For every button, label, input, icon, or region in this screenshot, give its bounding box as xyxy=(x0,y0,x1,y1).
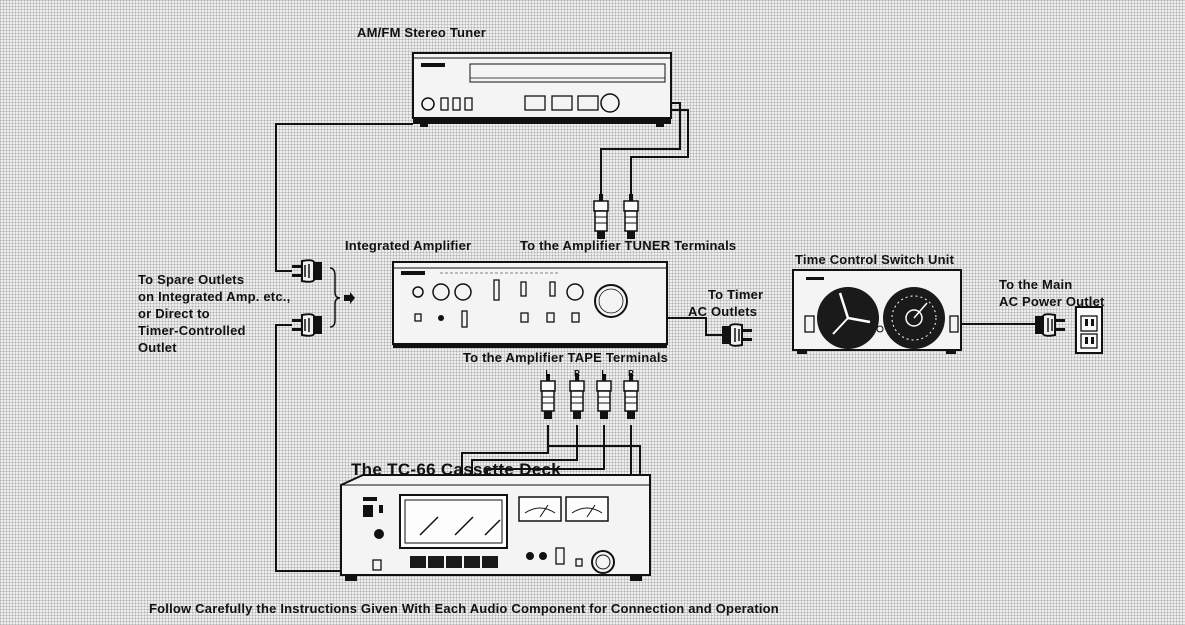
tape-pin-label: L xyxy=(546,369,551,378)
wall-socket-icon xyxy=(1075,306,1103,354)
timer-outlets-label: To Timer AC Outlets xyxy=(688,287,764,319)
ac-plug-icon xyxy=(291,313,323,337)
tc-66-cassette-deck xyxy=(340,474,651,581)
integrated-amplifier xyxy=(392,261,668,348)
arrow-right-icon xyxy=(344,292,355,304)
tape-terminals-label: To the Amplifier TAPE Terminals xyxy=(463,350,669,365)
ac-plug-icon xyxy=(721,323,753,347)
ac-plug-icon xyxy=(1034,313,1066,337)
tuner-right-cable xyxy=(630,109,689,194)
tape-pin-label: R xyxy=(628,369,634,378)
rca-plug-icon xyxy=(593,193,609,240)
main-outlet-label: To the Main AC Power Outlet xyxy=(999,277,1105,309)
timer-unit-label: Time Control Switch Unit xyxy=(795,252,955,267)
spare-outlet-bracket xyxy=(329,267,341,328)
tape-pin-label: R xyxy=(574,369,580,378)
tape-cable-1 xyxy=(461,425,549,483)
amp-power-cord xyxy=(667,317,736,336)
timer-dial-icon xyxy=(883,287,945,349)
transport-keys xyxy=(410,556,498,568)
time-control-switch-unit xyxy=(792,269,962,354)
rca-plug-icon xyxy=(623,373,639,420)
rca-plug-icon xyxy=(596,373,612,420)
tuner-power-cord xyxy=(275,123,413,272)
tuner-terminals-label: To the Amplifier TUNER Terminals xyxy=(520,238,737,253)
tape-pin-label: L xyxy=(602,369,607,378)
footer-instructions: Follow Carefully the Instructions Given … xyxy=(149,601,779,616)
tuner-left-cable xyxy=(600,102,681,194)
rca-plug-icon xyxy=(569,373,585,420)
am-fm-tuner xyxy=(412,52,672,127)
clock-dial-icon xyxy=(817,287,879,349)
rca-plug-icon xyxy=(623,193,639,240)
rca-plug-icon xyxy=(540,373,556,420)
tuner-label: AM/FM Stereo Tuner xyxy=(357,25,487,40)
spare-outlets-label: To Spare Outlets on Integrated Amp. etc.… xyxy=(138,272,291,355)
deck-power-cord xyxy=(275,324,341,572)
amplifier-label: Integrated Amplifier xyxy=(345,238,472,253)
deck-title: The TC-66 Cassette Deck xyxy=(351,460,562,479)
ac-plug-icon xyxy=(291,259,323,283)
